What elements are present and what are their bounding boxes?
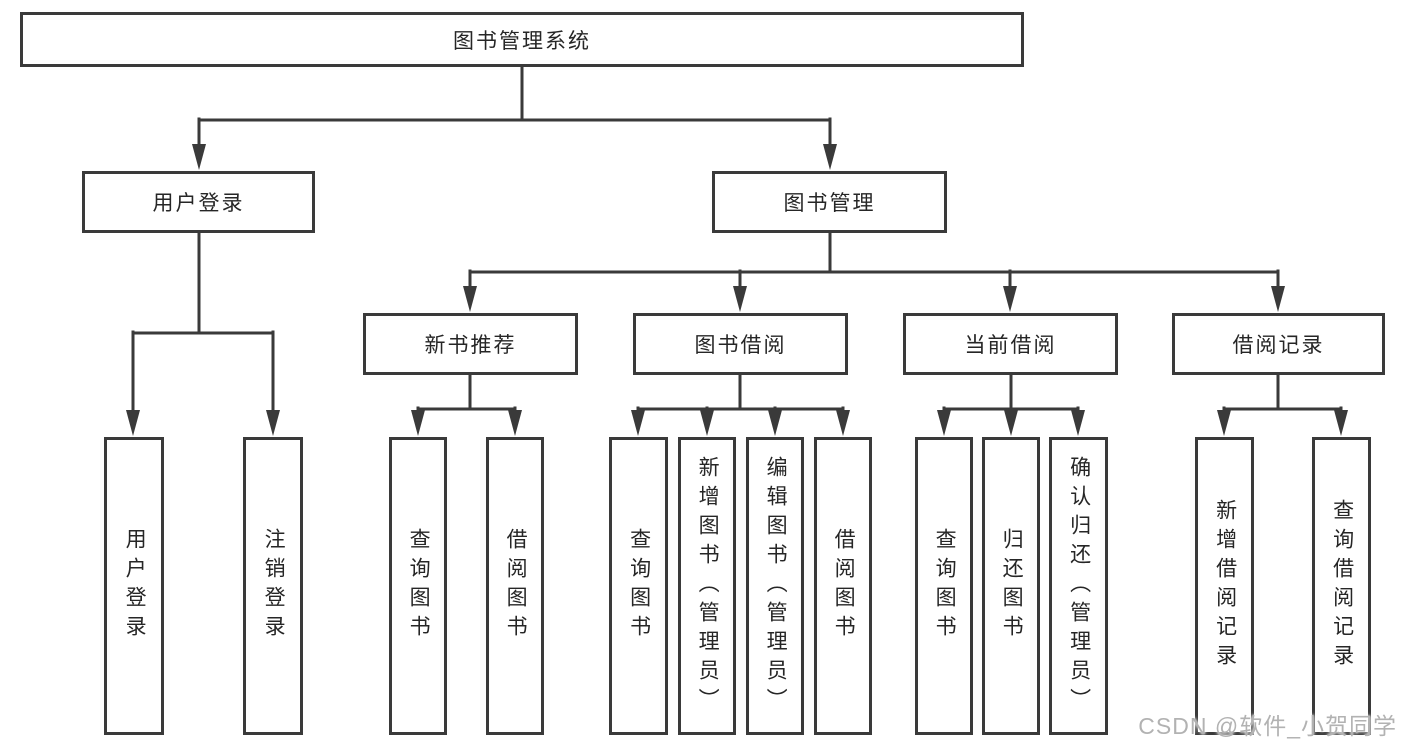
arrowhead bbox=[411, 410, 425, 436]
node-label: 归还图书 bbox=[1000, 528, 1024, 644]
connector-path bbox=[636, 373, 845, 416]
connector-records-to-leaves bbox=[1217, 373, 1348, 436]
leaf-borrow-books: 借阅图书 bbox=[814, 437, 872, 735]
arrowhead bbox=[126, 410, 140, 436]
node-new-book-recommendation: 新书推荐 bbox=[363, 313, 578, 375]
arrowhead bbox=[1071, 410, 1085, 436]
arrowhead bbox=[1217, 410, 1231, 436]
node-label: 新增借阅记录 bbox=[1213, 499, 1237, 673]
node-book-management: 图书管理 bbox=[712, 171, 947, 233]
node-label: 当前借阅 bbox=[964, 334, 1057, 357]
node-label: 用户登录 bbox=[123, 528, 147, 644]
watermark: CSDN @软件_小贺同学 bbox=[1138, 713, 1397, 739]
leaf-query-books-borrowing: 查询图书 bbox=[609, 437, 668, 735]
connector-newbooks-to-leaves bbox=[411, 373, 522, 436]
arrowhead bbox=[700, 410, 714, 436]
node-label: 图书管理系统 bbox=[453, 29, 591, 53]
leaf-logout-login: 注销登录 bbox=[243, 437, 303, 735]
node-label: 图书借阅 bbox=[694, 334, 787, 357]
node-borrowing-records: 借阅记录 bbox=[1172, 313, 1385, 375]
node-label: 编辑图书（管理员） bbox=[764, 455, 788, 717]
arrowhead bbox=[733, 286, 747, 312]
connector-path bbox=[468, 231, 1280, 294]
connector-path bbox=[197, 65, 832, 152]
arrowhead bbox=[266, 410, 280, 436]
arrowhead bbox=[768, 410, 782, 436]
node-label: 新增图书（管理员） bbox=[696, 455, 720, 717]
node-book-borrowing: 图书借阅 bbox=[633, 313, 848, 375]
arrowhead bbox=[1271, 286, 1285, 312]
connector-borrowing-to-leaves bbox=[631, 373, 850, 436]
node-label: 查询图书 bbox=[627, 528, 651, 644]
connector-path bbox=[942, 373, 1080, 416]
node-label: 借阅图书 bbox=[504, 528, 528, 644]
node-label: 新书推荐 bbox=[424, 334, 517, 357]
node-label: 查询图书 bbox=[933, 528, 957, 644]
node-label: 查询借阅记录 bbox=[1330, 499, 1354, 673]
arrowhead bbox=[508, 410, 522, 436]
node-label: 图书管理 bbox=[783, 192, 876, 215]
node-label: 借阅图书 bbox=[832, 528, 856, 644]
node-label: 注销登录 bbox=[262, 528, 286, 644]
arrowhead bbox=[1334, 410, 1348, 436]
leaf-query-books-recommend: 查询图书 bbox=[389, 437, 447, 735]
arrowhead bbox=[937, 410, 951, 436]
arrowhead bbox=[192, 144, 206, 170]
arrowhead bbox=[631, 410, 645, 436]
node-label: 确认归还（管理员） bbox=[1067, 455, 1091, 717]
connector-root-to-level2 bbox=[192, 65, 837, 170]
node-label: 查询图书 bbox=[407, 528, 431, 644]
leaf-user-login: 用户登录 bbox=[104, 437, 164, 735]
connector-path bbox=[131, 231, 275, 416]
leaf-confirm-return-admin: 确认归还（管理员） bbox=[1049, 437, 1108, 735]
connector-bookmgmt-to-level3 bbox=[463, 231, 1285, 312]
node-library-management-system: 图书管理系统 bbox=[20, 12, 1024, 67]
arrowhead bbox=[836, 410, 850, 436]
node-current-borrowing: 当前借阅 bbox=[903, 313, 1118, 375]
leaf-add-books-admin: 新增图书（管理员） bbox=[678, 437, 736, 735]
leaf-return-books: 归还图书 bbox=[982, 437, 1040, 735]
arrowhead bbox=[823, 144, 837, 170]
connector-path bbox=[416, 373, 517, 416]
arrowhead bbox=[1004, 410, 1018, 436]
node-label: 用户登录 bbox=[152, 192, 245, 215]
leaf-edit-books-admin: 编辑图书（管理员） bbox=[746, 437, 804, 735]
arrowhead bbox=[1003, 286, 1017, 312]
leaf-query-books-current: 查询图书 bbox=[915, 437, 973, 735]
node-label: 借阅记录 bbox=[1232, 334, 1325, 357]
arrowhead bbox=[463, 286, 477, 312]
leaf-borrow-books-recommend: 借阅图书 bbox=[486, 437, 544, 735]
connector-userlogin-to-leaves bbox=[126, 231, 280, 436]
connector-current-to-leaves bbox=[937, 373, 1085, 436]
connector-path bbox=[1222, 373, 1343, 416]
leaf-query-borrow-record: 查询借阅记录 bbox=[1312, 437, 1371, 735]
node-user-login: 用户登录 bbox=[82, 171, 315, 233]
leaf-add-borrow-record: 新增借阅记录 bbox=[1195, 437, 1254, 735]
